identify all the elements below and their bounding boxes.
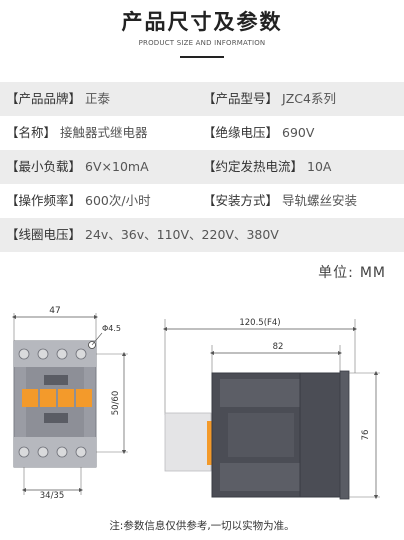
spec-cell: 【产品品牌】正泰	[6, 82, 110, 116]
spec-label: 【产品品牌】	[6, 91, 82, 106]
screw-icon	[18, 446, 30, 458]
contact-block	[58, 389, 74, 407]
spec-value: 24v、36v、110V、220V、380V	[85, 227, 279, 242]
spec-row: 【线圈电压】24v、36v、110V、220V、380V	[0, 218, 404, 252]
screw-icon	[56, 348, 68, 360]
side-top-section	[220, 379, 300, 407]
screw-icon	[37, 446, 49, 458]
page-title: 产品尺寸及参数	[121, 10, 283, 34]
spec-value: 10A	[307, 159, 332, 174]
dimension-diagram: 47 Φ4.5 50/60 34/	[11, 306, 380, 501]
spec-cell: 【约定发热电流】10A	[203, 150, 331, 184]
spec-value: 接触器式继电器	[60, 125, 148, 140]
spec-cell: 【名称】接触器式继电器	[6, 116, 148, 150]
side-orange-strip	[207, 421, 213, 465]
spec-label: 【线圈电压】	[6, 227, 82, 242]
spec-value: 690V	[282, 125, 315, 140]
contact-block	[22, 389, 38, 407]
spec-label: 【操作频率】	[6, 193, 82, 208]
spec-label: 【安装方式】	[203, 193, 279, 208]
spec-cell: 【最小负载】6V×10mA	[6, 150, 149, 184]
spec-label: 【约定发热电流】	[203, 159, 304, 174]
footnote: 注:参数信息仅供参考,一切以实物为准。	[109, 520, 295, 532]
spec-row: 【操作频率】600次/小时 【安装方式】导轨螺丝安装	[0, 184, 404, 218]
spec-cell: 【线圈电压】24v、36v、110V、220V、380V	[6, 218, 279, 252]
center-window	[44, 375, 68, 385]
side-rail-clip	[339, 370, 350, 500]
spec-cell: 【安装方式】导轨螺丝安装	[203, 184, 357, 218]
side-height-label: 76	[361, 430, 371, 441]
spec-row: 【产品品牌】正泰 【产品型号】JZC4系列	[0, 82, 404, 116]
spec-cell: 【产品型号】JZC4系列	[203, 82, 336, 116]
spec-row: 【最小负载】6V×10mA 【约定发热电流】10A	[0, 150, 404, 184]
page-subtitle: PRODUCT SIZE AND INFORMATION	[138, 39, 266, 47]
spec-row: 【名称】接触器式继电器 【绝缘电压】690V	[0, 116, 404, 150]
front-view: 47 Φ4.5 50/60 34/	[11, 306, 128, 501]
side-aux-module	[164, 412, 212, 472]
spec-value: 正泰	[85, 91, 111, 106]
center-window	[44, 413, 68, 423]
unit-caption: 单位:	[318, 265, 354, 281]
spec-label: 【产品型号】	[203, 91, 279, 106]
hole-diameter-label: Φ4.5	[102, 324, 121, 333]
spec-label: 【名称】	[6, 125, 57, 140]
spec-label: 【最小负载】	[6, 159, 82, 174]
spec-value: 600次/小时	[85, 193, 151, 208]
spec-value: 6V×10mA	[85, 159, 149, 174]
screw-icon	[18, 348, 30, 360]
title-underline	[180, 56, 224, 58]
screw-icon	[56, 446, 68, 458]
screw-icon	[37, 348, 49, 360]
unit-value: MM	[359, 265, 386, 281]
side-bottom-section	[220, 463, 300, 491]
front-base-label: 34/35	[40, 491, 65, 501]
side-body-label: 82	[273, 342, 284, 352]
side-view: 120.5(F4) 82 76	[162, 318, 380, 500]
front-width-label: 47	[49, 306, 60, 316]
screw-icon	[75, 348, 87, 360]
unit-label: 单位: MM	[318, 262, 386, 282]
spec-table: 【产品品牌】正泰 【产品型号】JZC4系列 【名称】接触器式继电器 【绝缘电压】…	[0, 82, 404, 252]
side-middle-section	[228, 413, 294, 457]
spec-cell: 【操作频率】600次/小时	[6, 184, 151, 218]
spec-label: 【绝缘电压】	[203, 125, 279, 140]
spec-value: 导轨螺丝安装	[282, 193, 358, 208]
screw-icon	[75, 446, 87, 458]
spec-value: JZC4系列	[282, 91, 336, 106]
spec-cell: 【绝缘电压】690V	[203, 116, 314, 150]
side-total-label: 120.5(F4)	[239, 318, 280, 328]
contact-block	[76, 389, 92, 407]
front-height-label: 50/60	[111, 391, 121, 416]
contact-block	[40, 389, 56, 407]
